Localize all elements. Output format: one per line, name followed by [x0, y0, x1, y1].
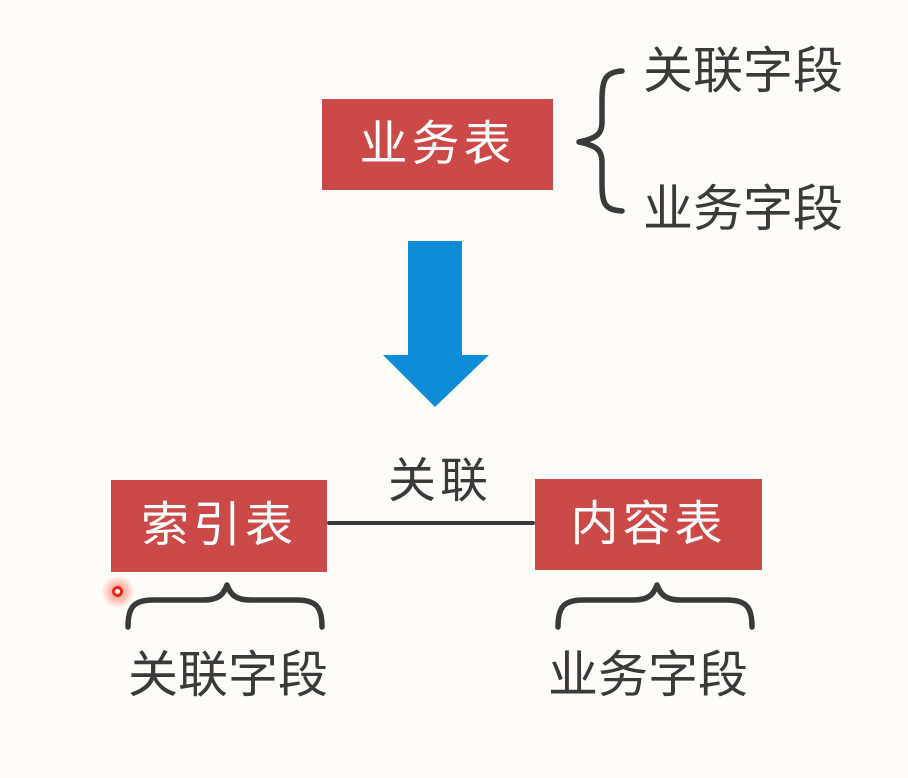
down-arrow-icon [383, 241, 489, 407]
vertical-brace-path [576, 68, 625, 214]
connector-line [327, 521, 535, 525]
business-table-box: 业务表 [322, 99, 553, 190]
vertical-brace-icon [576, 68, 625, 214]
bottom-left-field-label: 关联字段 [128, 647, 328, 703]
content-table-label: 内容表 [570, 497, 727, 551]
top-field-label-business: 业务字段 [643, 181, 843, 237]
right-horizontal-brace-icon [555, 582, 755, 630]
top-field-label-association: 关联字段 [643, 43, 843, 99]
right-horizontal-brace-path [555, 582, 755, 630]
business-table-label: 业务表 [359, 117, 516, 171]
content-table-box: 内容表 [535, 479, 762, 570]
down-arrow-shape [383, 241, 489, 407]
laser-pointer-dot [112, 586, 123, 597]
bottom-right-field-label: 业务字段 [548, 647, 748, 703]
index-table-label: 索引表 [140, 499, 297, 552]
left-horizontal-brace-path [125, 582, 325, 630]
index-table-box: 索引表 [111, 480, 327, 572]
connector-label: 关联 [388, 455, 493, 508]
left-horizontal-brace-icon [125, 582, 325, 630]
